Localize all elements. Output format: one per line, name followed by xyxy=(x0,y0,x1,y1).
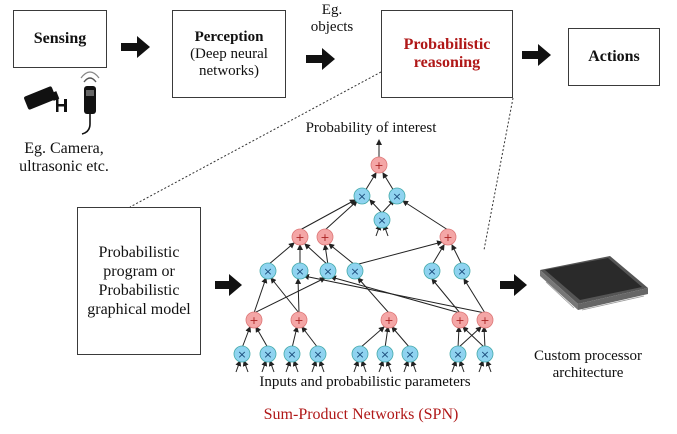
product-node-symbol: × xyxy=(427,265,436,278)
product-node-symbol: × xyxy=(287,348,296,361)
product-node-symbol: × xyxy=(237,348,246,361)
processor-caption: Custom processor architecture xyxy=(534,348,642,382)
arrow-reasoning-to-actions xyxy=(522,44,551,66)
product-node: × xyxy=(351,345,369,363)
zoom-lines xyxy=(129,71,514,251)
sum-node-symbol: + xyxy=(374,159,383,172)
product-node: × xyxy=(453,262,471,280)
product-node: × xyxy=(449,345,467,363)
pipeline-arrows xyxy=(121,36,551,296)
sum-node-symbol: + xyxy=(320,231,329,244)
sum-node: + xyxy=(316,228,334,246)
eg-objects-label: Eg. objects xyxy=(310,2,354,36)
program-text: Probabilistic program or Probabilistic g… xyxy=(87,243,191,319)
perception-subtitle: (Deep neural networks) xyxy=(190,45,268,79)
reasoning-box: Probabilistic reasoning xyxy=(381,10,513,98)
product-node: × xyxy=(283,345,301,363)
product-node: × xyxy=(319,262,337,280)
product-node: × xyxy=(346,262,364,280)
product-node: × xyxy=(291,262,309,280)
product-node-symbol: × xyxy=(323,265,332,278)
sensing-label: Sensing xyxy=(33,30,87,47)
product-node: × xyxy=(388,187,406,205)
product-node-symbol: × xyxy=(313,348,322,361)
product-node: × xyxy=(376,345,394,363)
product-node-symbol: × xyxy=(380,348,389,361)
sum-node: + xyxy=(290,311,308,329)
sensor-caption: Eg. Camera, ultrasonic etc. xyxy=(19,140,109,176)
sum-node-symbol: + xyxy=(480,314,489,327)
arrow-spn-to-processor xyxy=(500,274,527,296)
sum-node-symbol: + xyxy=(295,231,304,244)
product-node-symbol: × xyxy=(263,348,272,361)
product-node-symbol: × xyxy=(357,190,366,203)
sum-node-symbol: + xyxy=(384,314,393,327)
product-node: × xyxy=(233,345,251,363)
sum-node: + xyxy=(380,311,398,329)
product-node-symbol: × xyxy=(350,265,359,278)
product-node-symbol: × xyxy=(355,348,364,361)
product-node: × xyxy=(353,187,371,205)
product-node: × xyxy=(373,211,391,229)
perception-box: Perception (Deep neural networks) xyxy=(172,10,286,98)
product-node: × xyxy=(476,345,494,363)
arrow-sensing-to-perception xyxy=(121,36,150,58)
arrow-program-to-spn xyxy=(215,274,242,296)
product-node-symbol: × xyxy=(263,265,272,278)
sensing-box: Sensing xyxy=(13,10,107,68)
actions-label: Actions xyxy=(588,48,640,65)
sum-node: + xyxy=(370,156,388,174)
product-node-symbol: × xyxy=(480,348,489,361)
sum-node-symbol: + xyxy=(455,314,464,327)
sum-node: + xyxy=(439,228,457,246)
sum-node: + xyxy=(476,311,494,329)
product-node-symbol: × xyxy=(295,265,304,278)
camera-icon xyxy=(24,86,67,112)
ultrasonic-sensor-icon xyxy=(80,71,100,135)
sum-node-symbol: + xyxy=(249,314,258,327)
product-node: × xyxy=(401,345,419,363)
product-node-symbol: × xyxy=(377,214,386,227)
product-node-symbol: × xyxy=(453,348,462,361)
sum-node: + xyxy=(245,311,263,329)
product-node: × xyxy=(423,262,441,280)
spn-edges xyxy=(235,139,492,373)
perception-title: Perception xyxy=(194,28,264,45)
program-box: Probabilistic program or Probabilistic g… xyxy=(77,207,201,355)
product-node: × xyxy=(259,345,277,363)
reasoning-label: Probabilistic reasoning xyxy=(403,36,491,71)
product-node-symbol: × xyxy=(457,265,466,278)
spn-bottom-label: Inputs and probabilistic parameters xyxy=(259,374,471,390)
spn-nodes: + × × × + + + xyxy=(233,156,494,363)
sum-node-symbol: + xyxy=(443,231,452,244)
sum-node: + xyxy=(291,228,309,246)
product-node-symbol: × xyxy=(405,348,414,361)
product-node: × xyxy=(309,345,327,363)
sum-node-symbol: + xyxy=(294,314,303,327)
spn-caption: Sum-Product Networks (SPN) xyxy=(263,406,459,423)
arrow-perception-to-reasoning xyxy=(306,48,335,70)
actions-box: Actions xyxy=(568,28,660,86)
product-node: × xyxy=(259,262,277,280)
processor-chip-icon xyxy=(540,256,648,311)
spn-top-label: Probability of interest xyxy=(305,120,437,136)
product-node-symbol: × xyxy=(392,190,401,203)
sum-node: + xyxy=(451,311,469,329)
